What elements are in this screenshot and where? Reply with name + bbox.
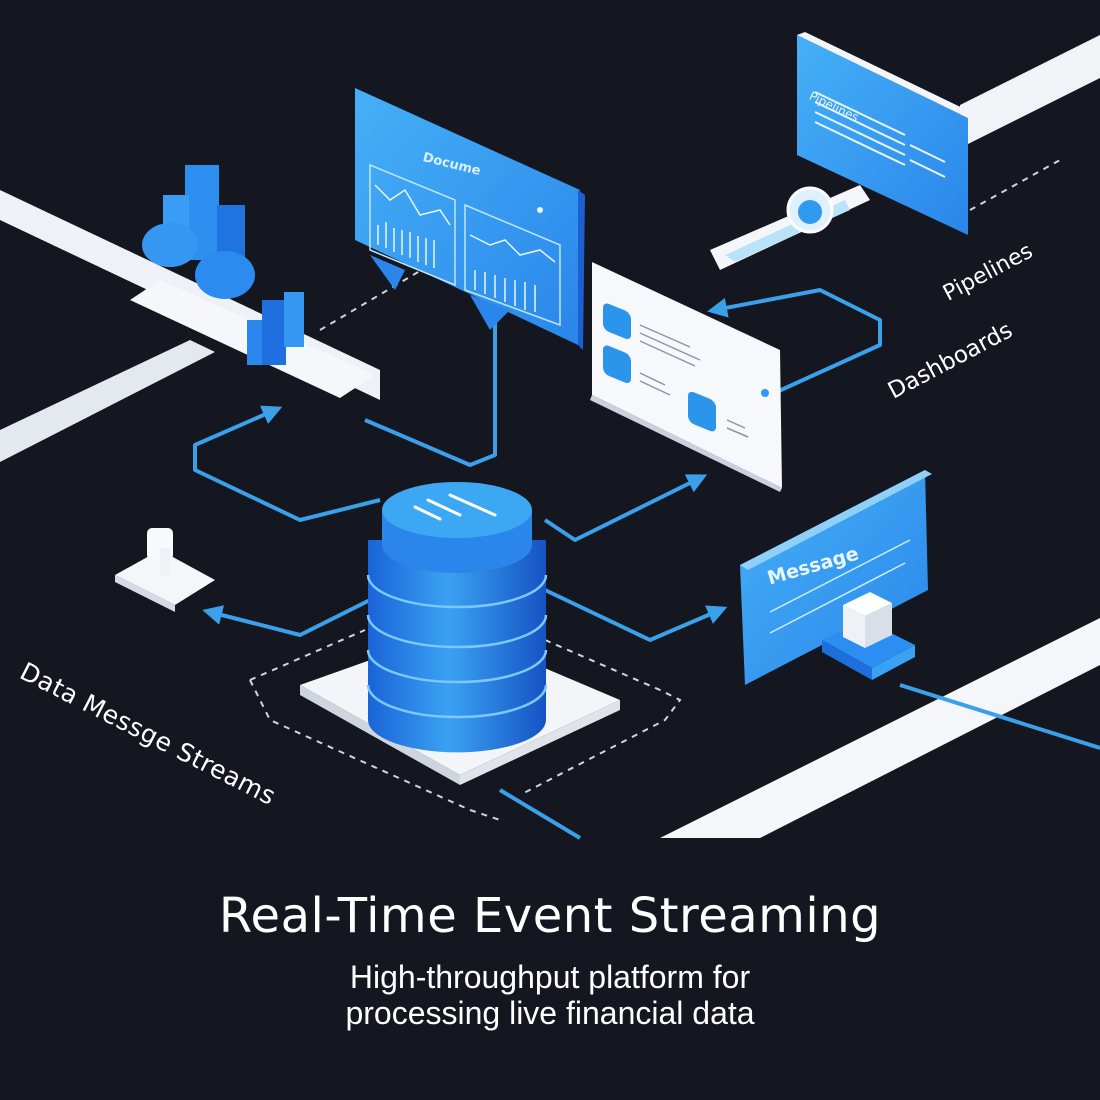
- message-panel-icon: [740, 470, 932, 685]
- rail-bottom-right: [660, 618, 1100, 838]
- app-window-icon: [590, 262, 782, 492]
- bar-chart-cluster-icon: [130, 165, 375, 398]
- page-title: Real-Time Event Streaming: [218, 888, 882, 944]
- pipelines-monitor: [710, 32, 975, 270]
- connectors: [193, 288, 1100, 840]
- database-cylinder-icon: [300, 482, 620, 785]
- dashed-connectors: [249, 159, 1061, 821]
- subtitle: High-throughput platform for processing …: [0, 959, 1100, 1032]
- caption-block: Real-Time Event Streaming High-throughpu…: [0, 860, 1100, 1032]
- architecture-scene: [0, 32, 1100, 840]
- rail-top-right: [960, 35, 1100, 148]
- sensor-node-icon: [115, 528, 215, 612]
- subtitle-line-2: processing live financial data: [345, 994, 755, 1031]
- subtitle-line-1: High-throughput platform for: [349, 959, 751, 995]
- analytics-monitor: [355, 88, 585, 350]
